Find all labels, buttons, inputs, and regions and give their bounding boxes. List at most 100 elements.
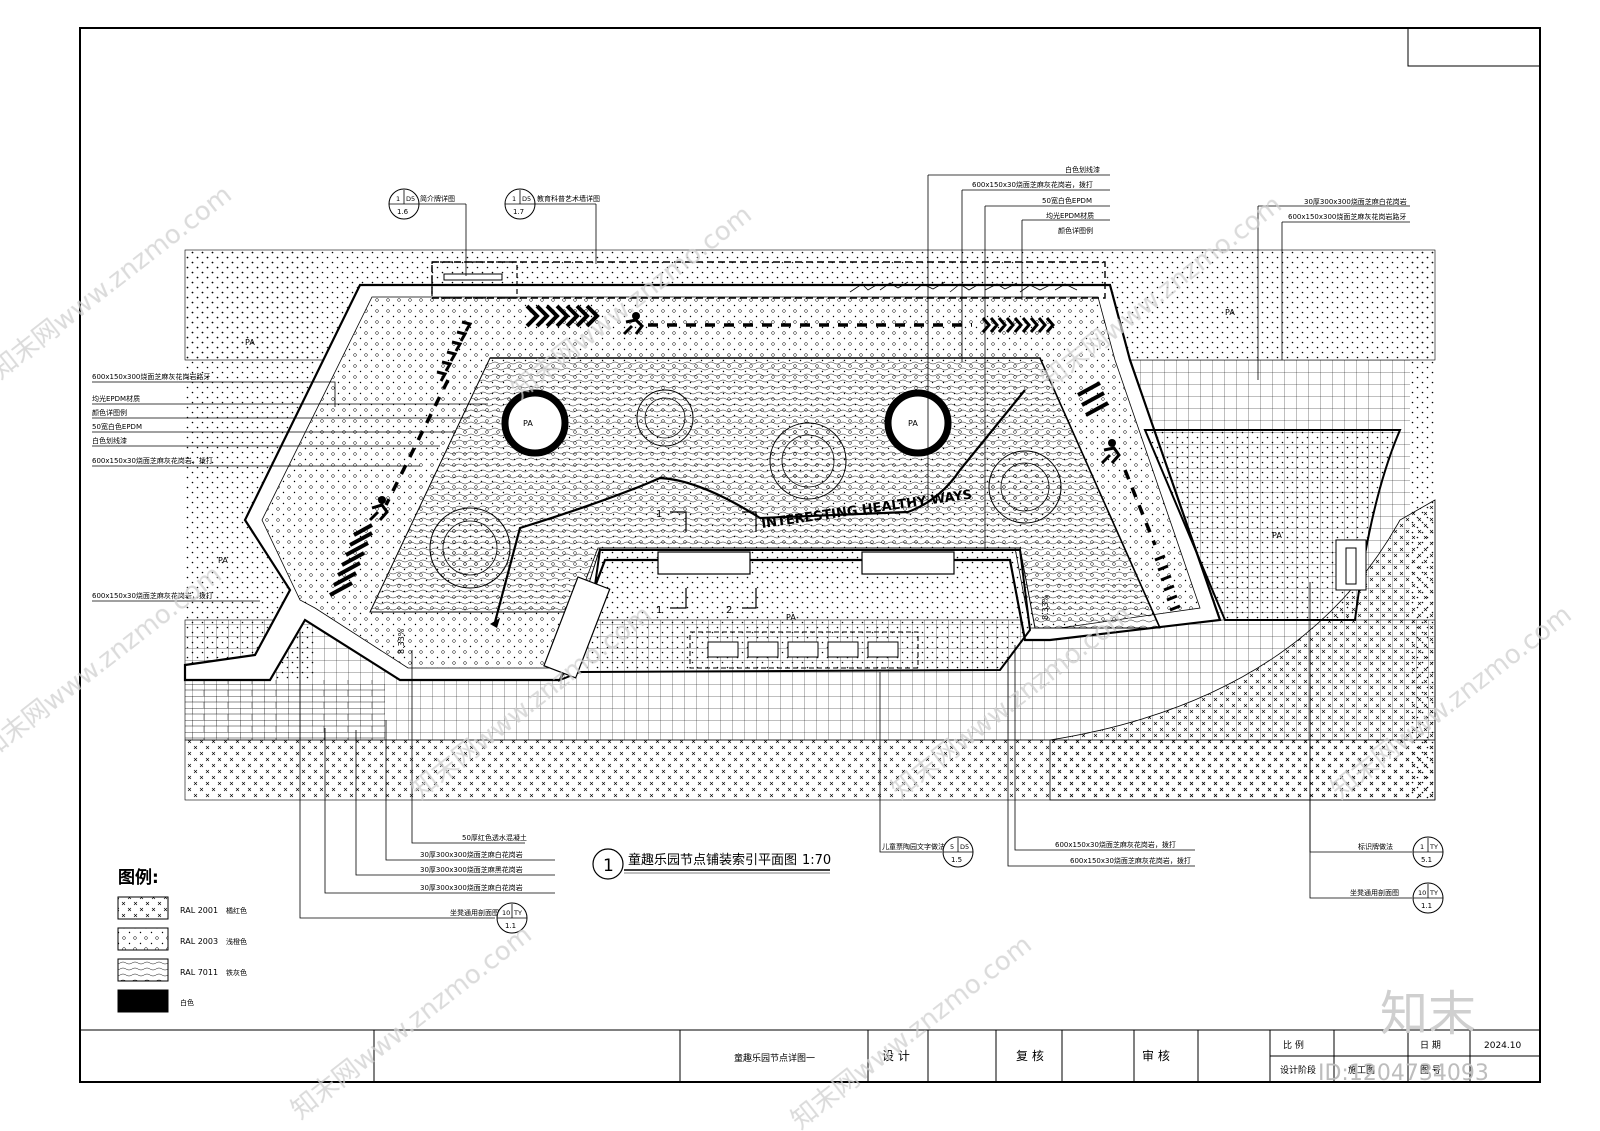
callout-bottom-10-bubble: 10 TY 1.1 bbox=[1412, 882, 1444, 914]
svg-text:TY: TY bbox=[1429, 889, 1438, 897]
title-block-grid bbox=[80, 1029, 1540, 1082]
callout-left-3: 颜色详图例 bbox=[92, 408, 127, 417]
svg-text:1: 1 bbox=[396, 195, 400, 203]
callout-left-2: 均光EPDM材质 bbox=[92, 394, 140, 403]
callout-mid-5: 颜色详图例 bbox=[1058, 226, 1093, 235]
svg-text:TY: TY bbox=[513, 909, 522, 917]
legend-swatch-white bbox=[117, 989, 169, 1013]
legend-title: 图例: bbox=[118, 867, 159, 888]
title-block-check: 复 核 bbox=[1016, 1049, 1044, 1063]
outer-frame bbox=[79, 27, 1541, 1083]
intro-sign bbox=[443, 273, 503, 281]
section-mark-1b: 1 bbox=[656, 605, 662, 616]
drawing-index-number: 1 bbox=[603, 856, 614, 876]
brick-paving-strip bbox=[185, 680, 385, 740]
legend-name-4: 白色 bbox=[180, 998, 194, 1007]
callout-intro-sign-label: 简介牌详图 bbox=[420, 194, 455, 203]
legend-name-1: 橘红色 bbox=[226, 906, 247, 915]
title-block-drawing-name: 童趣乐园节点详图一 bbox=[734, 1052, 815, 1064]
legend-code-2: RAL 2003 bbox=[180, 937, 218, 946]
callout-bottom-5-bubble: 10 TY 1.1 bbox=[496, 902, 528, 934]
chevrons-left-upper bbox=[436, 320, 473, 382]
title-block-date-label: 日 期 bbox=[1420, 1040, 1441, 1051]
legend-swatch-ral7011 bbox=[117, 958, 169, 982]
inner-white-border bbox=[490, 357, 1161, 629]
callout-mid-3: 50宽白色EPDM bbox=[1042, 196, 1092, 205]
svg-text:知末网www.znzmo.com: 知末网www.znzmo.com bbox=[286, 920, 538, 1126]
svg-text:D5: D5 bbox=[406, 195, 415, 203]
callout-mid-4: 均光EPDM材质 bbox=[1046, 211, 1094, 220]
callout-bottom-10: 坐凳通用剖面图 bbox=[1350, 888, 1399, 897]
chevrons-top-right bbox=[981, 317, 1055, 333]
running-line-left bbox=[384, 379, 450, 506]
title-block-review: 审 核 bbox=[1142, 1048, 1170, 1063]
drawing-title: 1 童趣乐园节点铺装索引平面图 1:70 bbox=[592, 848, 831, 880]
callout-intro-sign: 1 D5 1.6 简介牌详图 bbox=[388, 188, 467, 276]
callout-left-6: 600x150x30烧面芝麻灰花岗岩，拨打 bbox=[92, 456, 213, 465]
callout-top-mid bbox=[927, 174, 1110, 550]
legend-name-3: 铁灰色 bbox=[226, 968, 247, 977]
title-block-stage-value: 施工图 bbox=[1348, 1064, 1375, 1076]
chevrons-top-left bbox=[525, 304, 600, 328]
sign-post-inner bbox=[1345, 547, 1357, 585]
callout-left-lines bbox=[92, 381, 488, 602]
svg-text:1.5: 1.5 bbox=[951, 856, 962, 864]
callout-left-4: 50宽白色EPDM bbox=[92, 422, 142, 431]
callout-bottom-9: 标识牌做法 bbox=[1358, 842, 1393, 851]
svg-text:5.1: 5.1 bbox=[1421, 856, 1432, 864]
pa-label-top-right: PA bbox=[1225, 308, 1235, 317]
title-block-scale-label: 比 例 bbox=[1283, 1039, 1304, 1051]
bench-1 bbox=[657, 551, 751, 575]
runner-icon-top bbox=[622, 312, 644, 336]
pa-label-planter: PA bbox=[1272, 531, 1282, 540]
svg-text:1.6: 1.6 bbox=[397, 208, 409, 216]
callout-bottom-9-bubble: 1 TY 5.1 bbox=[1412, 836, 1444, 868]
play-circle-4 bbox=[988, 450, 1062, 524]
title-block-stage-label: 设计阶段 bbox=[1280, 1064, 1316, 1076]
svg-text:D5: D5 bbox=[522, 195, 531, 203]
watermark-id: ID:1204734093 bbox=[1318, 1061, 1489, 1086]
bench-2 bbox=[861, 551, 955, 575]
chevrons-right-upper bbox=[1077, 381, 1109, 417]
runner-icon-left bbox=[368, 496, 389, 522]
play-circle-1 bbox=[636, 389, 694, 447]
legend-code-1: RAL 2001 bbox=[180, 906, 218, 915]
callout-left-5: 白色划线漆 bbox=[92, 436, 127, 445]
letter-panels bbox=[707, 641, 899, 658]
pa-label-top-left: PA bbox=[245, 338, 255, 347]
svg-text:5: 5 bbox=[950, 843, 954, 851]
watermark-logo: 知末 bbox=[1380, 986, 1476, 1042]
cross-paving-curve bbox=[1049, 499, 1436, 801]
svg-text:10: 10 bbox=[1418, 889, 1426, 897]
callout-right-2: 600x150x300烧面芝麻灰花岗岩路牙 bbox=[1288, 212, 1406, 221]
svg-text:1.1: 1.1 bbox=[505, 922, 516, 930]
play-circle-3 bbox=[429, 507, 511, 589]
bench-3 bbox=[543, 576, 611, 679]
callout-bottom-6: 儿童票陶园文字做法 bbox=[882, 842, 945, 851]
chevrons-left-lower bbox=[329, 523, 373, 597]
dimension-label-right: 8.33% bbox=[1041, 594, 1050, 620]
callout-mid-2: 600x150x30烧面芝麻灰花岗岩，拨打 bbox=[972, 180, 1093, 189]
legend-swatch-ral2003 bbox=[117, 927, 169, 951]
play-circle-left-black: PA bbox=[501, 389, 569, 457]
callout-left-1: 600x150x300烧面芝麻灰花岗岩路牙 bbox=[92, 372, 210, 381]
svg-text:PA: PA bbox=[523, 419, 533, 428]
legend-swatch-ral2001 bbox=[117, 896, 169, 920]
callout-left-7: 600x150x30烧面芝麻灰花岗岩，拨打 bbox=[92, 591, 213, 600]
runner-icon-right bbox=[1100, 439, 1121, 465]
drawing-scale: 1:70 bbox=[802, 853, 831, 868]
callout-mid-1: 白色划线漆 bbox=[1065, 165, 1100, 174]
callout-bottom-4: 30厚300x300烧面芝麻白花岗岩 bbox=[420, 883, 523, 892]
section-mark-group bbox=[670, 511, 757, 609]
svg-text:1.1: 1.1 bbox=[1421, 902, 1432, 910]
drawing-title-text: 童趣乐园节点铺装索引平面图 bbox=[628, 852, 797, 868]
section-mark-1: 1 bbox=[656, 509, 662, 520]
callout-bottom-1: 50厚红色透水混凝土 bbox=[462, 833, 527, 842]
svg-text:TY: TY bbox=[1429, 843, 1438, 851]
slogan-path-arrow bbox=[490, 618, 500, 628]
svg-text:PA: PA bbox=[908, 419, 918, 428]
callout-bottom-8: 600x150x30烧面芝麻灰花岗岩，拨打 bbox=[1070, 856, 1191, 865]
legend-name-2: 浅橙色 bbox=[226, 937, 247, 946]
play-circle-right-black: PA bbox=[884, 389, 952, 457]
callout-art-wall: 1 D5 1.7 教育科普艺术墙详图 bbox=[504, 188, 600, 264]
